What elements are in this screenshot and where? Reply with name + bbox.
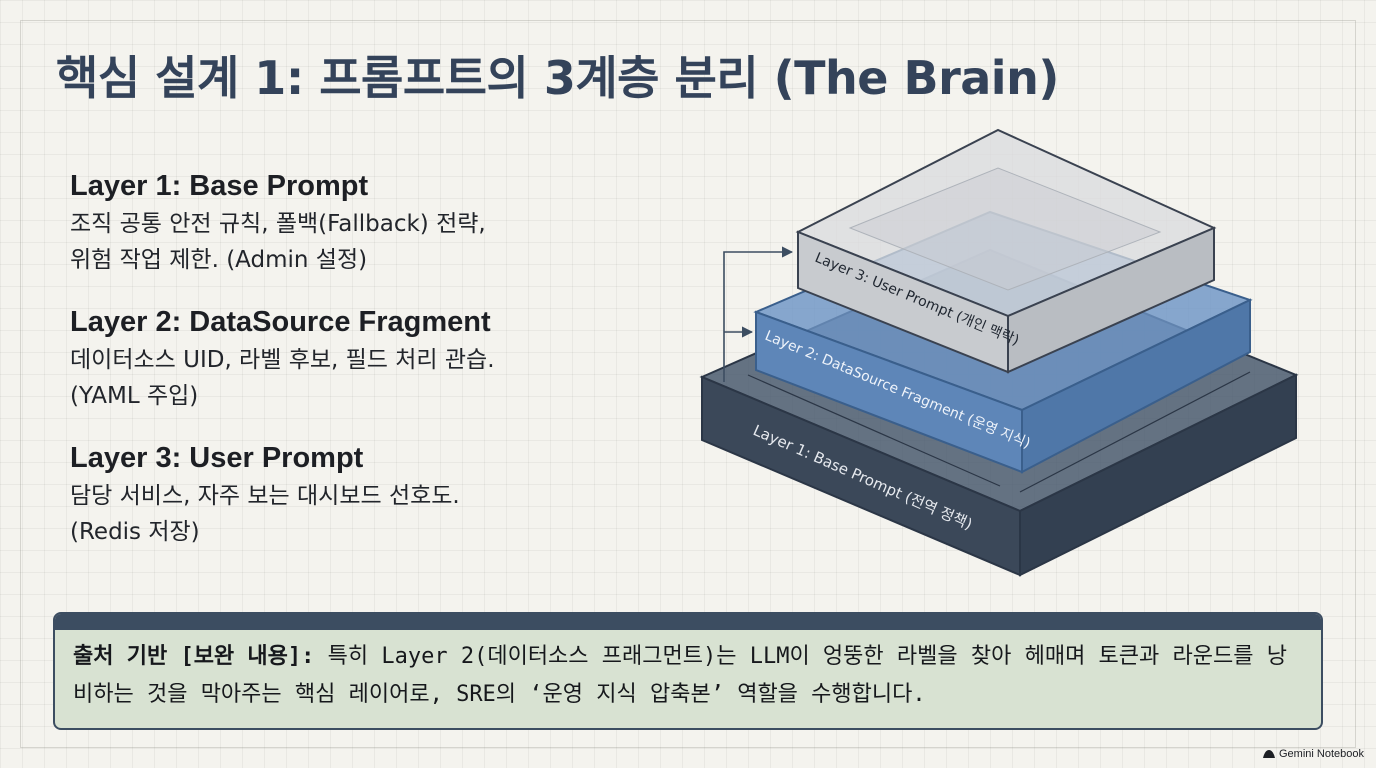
layer-heading: Layer 2: DataSource Fragment (70, 306, 491, 338)
callout-header-bar (55, 614, 1321, 630)
layer-heading: Layer 1: Base Prompt (70, 170, 369, 202)
layer-description: 조직 공통 안전 규칙, 폴백(Fallback) 전략, 위험 작업 제한. … (70, 211, 486, 273)
callout-label: 출처 기반 [보완 내용]: (73, 644, 315, 669)
layer-list: Layer 1: Base Prompt 조직 공통 안전 규칙, 폴백(Fal… (70, 168, 630, 576)
layer-description: 담당 서비스, 자주 보는 대시보드 선호도. (Redis 저장) (70, 483, 460, 545)
source-note-callout: 출처 기반 [보완 내용]: 특히 Layer 2(데이터소스 프래그먼트)는 … (53, 612, 1323, 730)
callout-body: 특히 Layer 2(데이터소스 프래그먼트)는 LLM이 엉뚱한 라벨을 찾아… (73, 644, 1287, 707)
callout-text: 출처 기반 [보완 내용]: 특히 Layer 2(데이터소스 프래그먼트)는 … (55, 630, 1321, 714)
layer-item-datasource-fragment: Layer 2: DataSource Fragment 데이터소스 UID, … (70, 304, 630, 414)
layer-description: 데이터소스 UID, 라벨 후보, 필드 처리 관습. (YAML 주입) (70, 347, 495, 409)
slide-frame (20, 20, 1356, 748)
layer-stack-svg: Layer 1: Base Prompt (전역 정책) Layer 2: Da… (699, 128, 1299, 577)
gemini-notebook-badge: Gemini Notebook (1263, 748, 1364, 760)
layer3-slab (795, 128, 1217, 374)
layer-item-user-prompt: Layer 3: User Prompt 담당 서비스, 자주 보는 대시보드 … (70, 440, 630, 550)
connector-arrows (723, 246, 794, 382)
badge-text: Gemini Notebook (1279, 748, 1364, 760)
layer-item-base-prompt: Layer 1: Base Prompt 조직 공통 안전 규칙, 폴백(Fal… (70, 168, 630, 278)
layer-heading: Layer 3: User Prompt (70, 442, 364, 474)
layer-stack-diagram: Layer 1: Base Prompt (전역 정책) Layer 2: Da… (690, 120, 1310, 590)
gemini-logo-icon (1263, 750, 1275, 758)
page-title: 핵심 설계 1: 프롬프트의 3계층 분리 (The Brain) (56, 51, 1059, 105)
